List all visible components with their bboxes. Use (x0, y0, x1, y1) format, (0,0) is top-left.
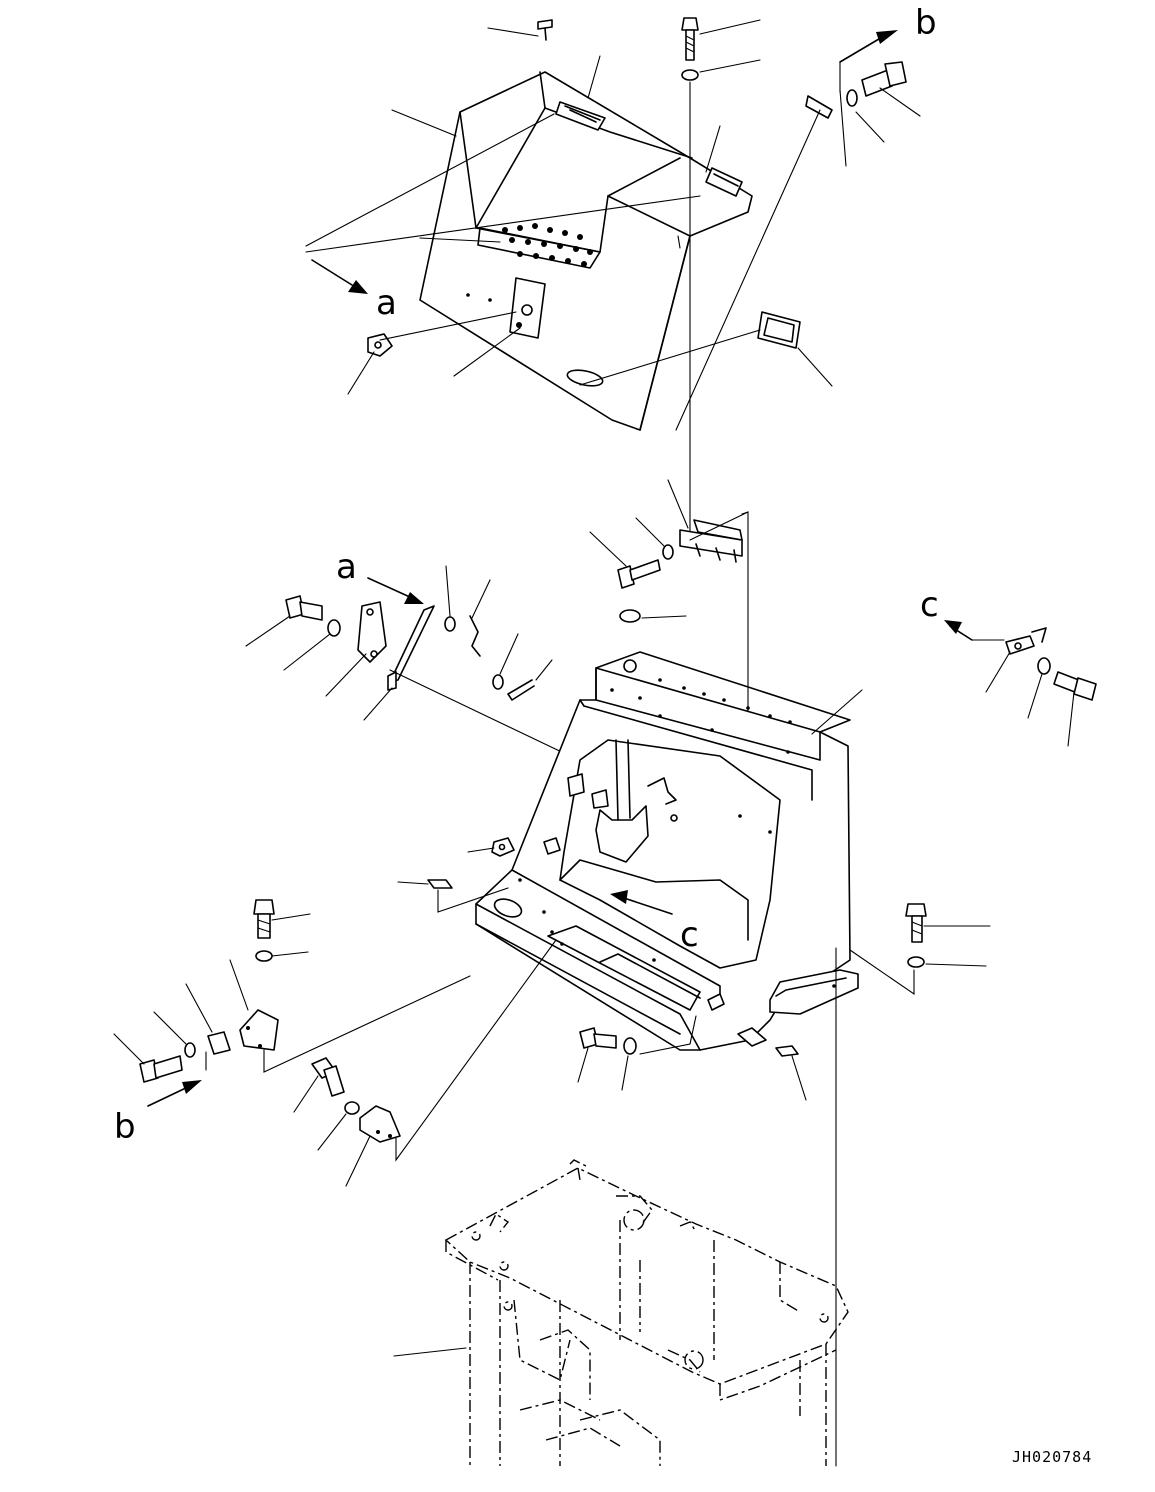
clip-b (186, 984, 230, 1054)
nut-mid (468, 838, 514, 856)
clamp-bracket (668, 480, 748, 800)
small-pin (544, 838, 560, 854)
leader-lines-top (306, 20, 920, 540)
shim-left (398, 880, 508, 912)
bolt-b-upper (254, 900, 310, 961)
arrow-c-mid (610, 890, 672, 914)
washer-left (284, 620, 340, 670)
leader-link-line (390, 670, 570, 756)
label-c-mid: c (680, 915, 699, 955)
bolt-mid-top (590, 518, 673, 588)
clamp-right (986, 628, 1046, 692)
label-a-mid: a (336, 547, 357, 587)
lower-frame-phantom (446, 1160, 848, 1466)
arrow-b-bottom (148, 1080, 202, 1106)
bolt-right (1054, 672, 1096, 746)
screw-top (538, 20, 552, 40)
label-a-top: a (376, 283, 397, 323)
label-b-top: b (915, 3, 937, 43)
bolt-left-large (246, 596, 322, 646)
leader-frame (812, 690, 862, 734)
rod-link (364, 606, 434, 720)
bracket-bottom (346, 940, 556, 1186)
bolt-bottom-left (294, 1058, 359, 1150)
bolt-b-lower (114, 1034, 206, 1082)
arrow-a-top (312, 260, 368, 294)
washer-small-a (445, 566, 455, 631)
upper-cover (420, 72, 752, 430)
drawing-code: JH020784 (1012, 1448, 1092, 1466)
bolt-top-center (682, 18, 698, 80)
cotter-pin (508, 660, 552, 700)
washer-small-b (493, 634, 518, 689)
bolt-right-lower (850, 904, 990, 994)
arrow-c-right (944, 620, 1004, 640)
label-b-bottom: b (114, 1107, 136, 1147)
leader-lower-frame (394, 1348, 466, 1356)
main-frame (476, 652, 858, 1050)
cap-plug (620, 610, 686, 622)
arrow-b-top (840, 30, 898, 92)
washer-b (154, 1012, 195, 1057)
shim-right (776, 1046, 806, 1100)
grommet (758, 312, 800, 348)
perforated-floor (478, 223, 600, 268)
washer-right (1028, 658, 1050, 718)
spring-clip (470, 580, 490, 656)
arrow-a-mid (368, 578, 424, 604)
plate-left (326, 602, 386, 696)
bolt-bottom-center (578, 1016, 696, 1090)
bracket-b (230, 960, 470, 1072)
nut-left (368, 334, 392, 356)
bolt-top-right (806, 62, 906, 118)
label-c-right: c (920, 585, 939, 625)
